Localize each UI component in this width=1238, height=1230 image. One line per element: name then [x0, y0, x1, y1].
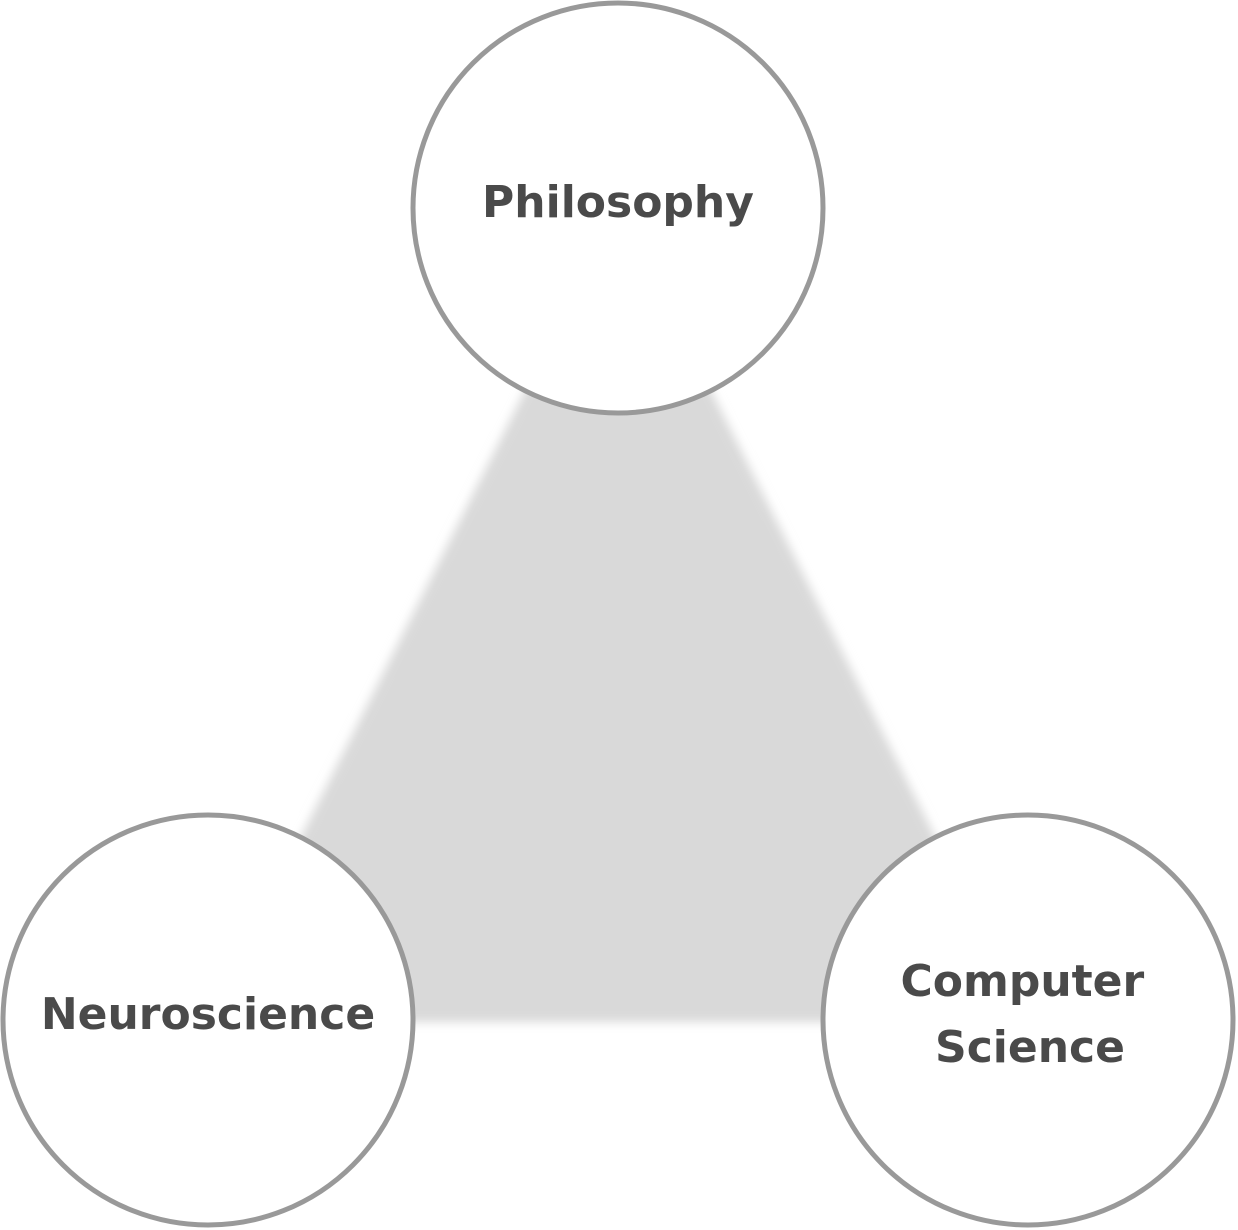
philosophy-label: Philosophy	[482, 177, 754, 228]
node-philosophy: Philosophy	[410, 0, 826, 416]
node-computer-science: Computer Science	[820, 812, 1236, 1228]
philosophy-circle	[410, 0, 826, 416]
node-neuroscience: Neuroscience	[0, 812, 416, 1228]
computer-science-circle	[820, 812, 1236, 1228]
neuroscience-circle	[0, 812, 416, 1228]
computer-science-label-line-2: Science	[935, 1022, 1125, 1073]
computer-science-label-line-1: Computer	[900, 956, 1144, 1007]
neuroscience-label: Neuroscience	[41, 989, 375, 1040]
connecting-triangle	[208, 205, 1028, 1022]
computer-science-label: Computer Science	[900, 956, 1159, 1073]
